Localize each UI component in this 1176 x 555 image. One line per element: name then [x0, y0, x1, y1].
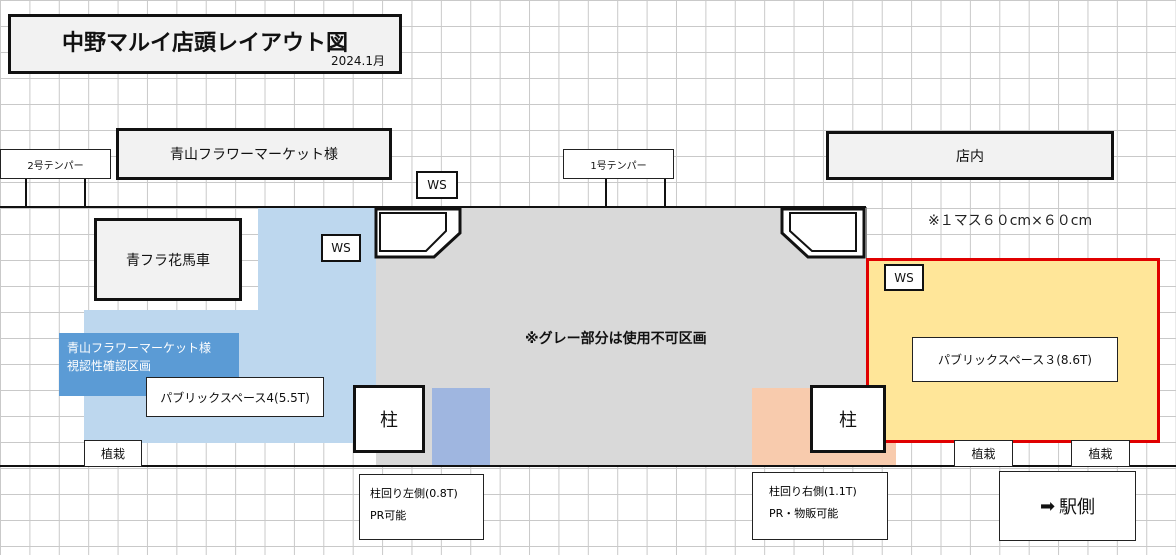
- aoyama-flower-market-sign: 青山フラワーマーケット様: [116, 128, 392, 180]
- pillar-right: 柱: [810, 385, 886, 453]
- title-box: 中野マルイ店頭レイアウト図 2024.1月: [8, 14, 402, 74]
- scale-note: ※１マス６０cm×６０cm: [928, 213, 1093, 229]
- store-inside-sign: 店内: [826, 131, 1114, 180]
- door-left-icon: [374, 207, 462, 259]
- gray-area-note: ※グレー部分は使用不可区画: [525, 331, 707, 347]
- wall-line-bottom: [0, 465, 1176, 467]
- planting-box-middle-right: 植栽: [954, 440, 1013, 467]
- wall-post: [664, 179, 666, 207]
- public-space-4-label: パブリックスペース4(5.5T): [146, 377, 324, 417]
- wall-post: [84, 179, 86, 207]
- ws-box-top: WS: [416, 171, 458, 199]
- title-date: 2024.1月: [331, 54, 385, 68]
- wall-line-upper-left: [0, 206, 866, 208]
- wall-right-vertical: [866, 207, 867, 258]
- flower-cart-box: 青フラ花馬車: [94, 218, 242, 301]
- arrow-right-icon: ➡: [1039, 495, 1056, 517]
- ws-box-left: WS: [321, 234, 361, 262]
- station-side-box: ➡ 駅側: [999, 471, 1136, 541]
- station-side-label: 駅側: [1059, 497, 1096, 518]
- wall-post: [25, 179, 27, 207]
- public-space-3-label: パブリックスペース３(8.6T): [912, 337, 1118, 382]
- pillar-right-note: 柱回り右側(1.1T) PR・物販可能: [752, 472, 888, 540]
- planting-box-right: 植栽: [1071, 440, 1130, 467]
- pillar-left: 柱: [353, 385, 425, 453]
- blue-pillar-left-zone: [432, 388, 490, 465]
- tenpa-1-label: 1号テンパー: [563, 149, 674, 179]
- tenpa-2-label: 2号テンパー: [0, 149, 111, 179]
- wall-post: [605, 179, 607, 207]
- ws-box-right: WS: [884, 264, 924, 291]
- planting-box-left: 植栽: [84, 440, 142, 467]
- page-title: 中野マルイ店頭レイアウト図: [61, 31, 348, 56]
- pillar-left-note: 柱回り左側(0.8T) PR可能: [359, 474, 484, 540]
- door-right-icon: [780, 207, 866, 259]
